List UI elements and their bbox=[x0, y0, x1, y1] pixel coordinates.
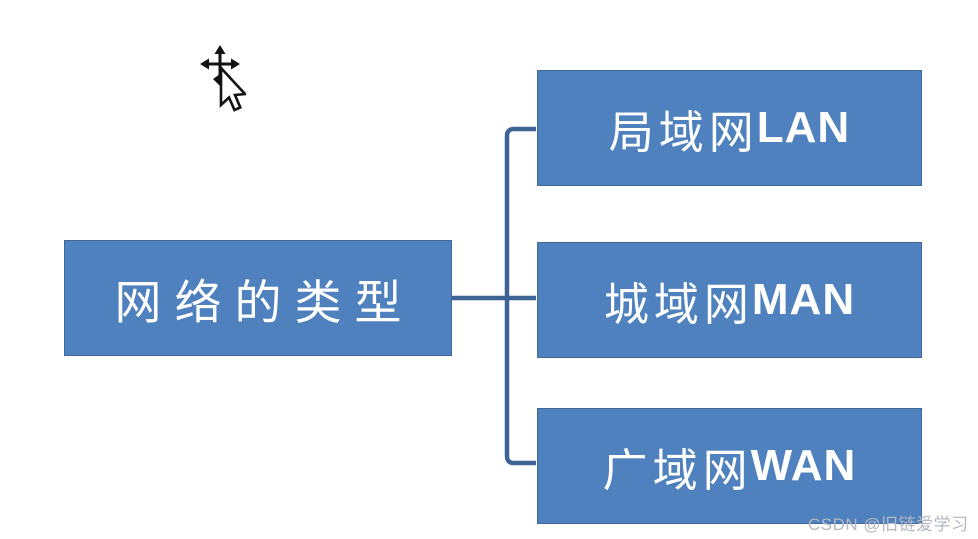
root-node-label: 网络的类型 bbox=[114, 275, 415, 331]
watermark: CSDN @旧链爱学习 bbox=[808, 515, 969, 534]
node-label-en: MAN bbox=[751, 275, 856, 324]
node-label-zh: 局域网 bbox=[608, 105, 759, 159]
connector-branch-line bbox=[504, 126, 536, 466]
move-cursor-icon bbox=[200, 45, 246, 112]
node-label-en: LAN bbox=[756, 103, 851, 152]
root-node[interactable]: 网络的类型 bbox=[64, 240, 452, 356]
node-label-en: WAN bbox=[750, 441, 857, 490]
node-label-zh: 城域网 bbox=[603, 277, 754, 331]
node-label-zh: 广域网 bbox=[602, 443, 753, 497]
